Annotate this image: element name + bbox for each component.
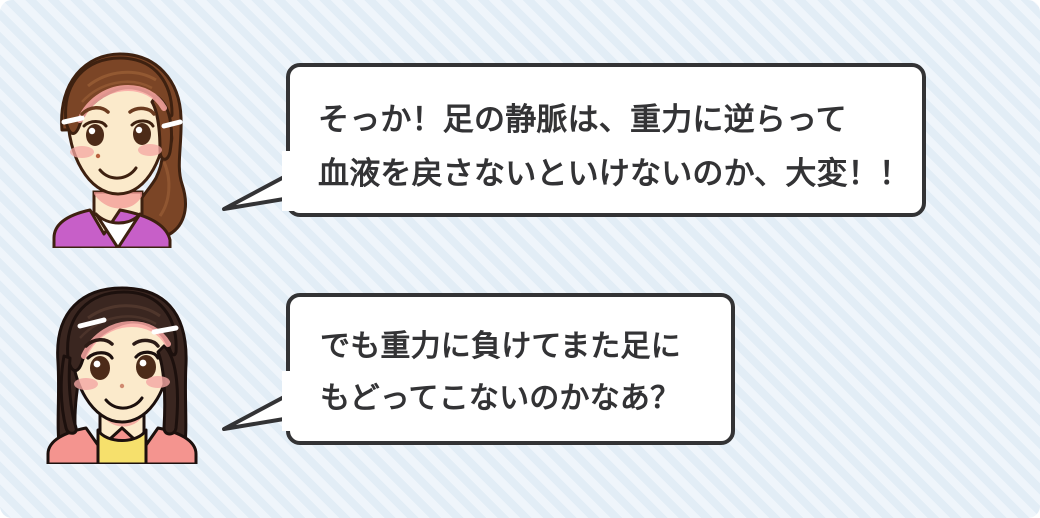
speech-bubble-woman-line-2: 血液を戻さないといけないのか、大変！！ <box>318 156 911 192</box>
speech-bubble-tail-icon <box>222 371 300 431</box>
speech-bubble-tail-icon <box>222 151 300 211</box>
speech-bubble-girl: でも重力に負けてまた足に もどってこないのかなあ？ <box>222 293 735 445</box>
speech-bubble-woman-line-1: そっか！足の静脈は、重力に逆らって <box>318 102 847 138</box>
avatar-woman-brown-ponytail <box>24 42 210 248</box>
speech-bubble-girl-line-1: でも重力に負けてまた足に <box>320 329 681 364</box>
speech-bubble-girl-line-2: もどってこないのかなあ？ <box>320 381 681 416</box>
speech-bubble-woman: そっか！足の静脈は、重力に逆らって 血液を戻さないといけないのか、大変！！ <box>222 63 926 217</box>
avatar-girl-dark-hair <box>34 282 210 464</box>
